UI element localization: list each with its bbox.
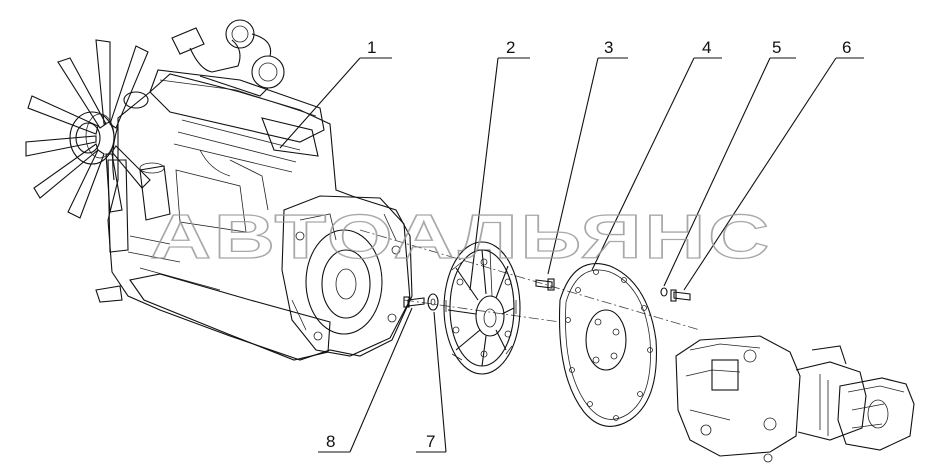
cooling-fan (25, 39, 151, 219)
flywheel-housing (281, 195, 411, 357)
callout-6: 6 (842, 38, 851, 57)
bolt-part-8 (403, 296, 425, 308)
callout-5: 5 (772, 38, 781, 57)
callout-3: 3 (604, 38, 613, 57)
adapter-plate-part-4 (558, 262, 658, 427)
watermark-text: АВТОАЛЬЯНС (150, 203, 772, 272)
callout-8: 8 (326, 432, 335, 451)
coupling-part-2 (443, 241, 521, 375)
callout-1: 1 (367, 38, 376, 57)
callout-2: 2 (506, 38, 515, 57)
hydraulic-pump (675, 335, 915, 463)
assembly-axis (359, 229, 701, 331)
bolt-part-6 (670, 289, 691, 302)
engine-assembly (25, 19, 413, 361)
turbocharger (171, 19, 285, 97)
callout-7: 7 (426, 432, 435, 451)
washer-part-5 (660, 287, 668, 297)
callout-leaders (279, 57, 864, 453)
bolt-part-3 (535, 278, 555, 291)
callout-4: 4 (702, 38, 711, 57)
washer-part-7 (427, 293, 439, 311)
